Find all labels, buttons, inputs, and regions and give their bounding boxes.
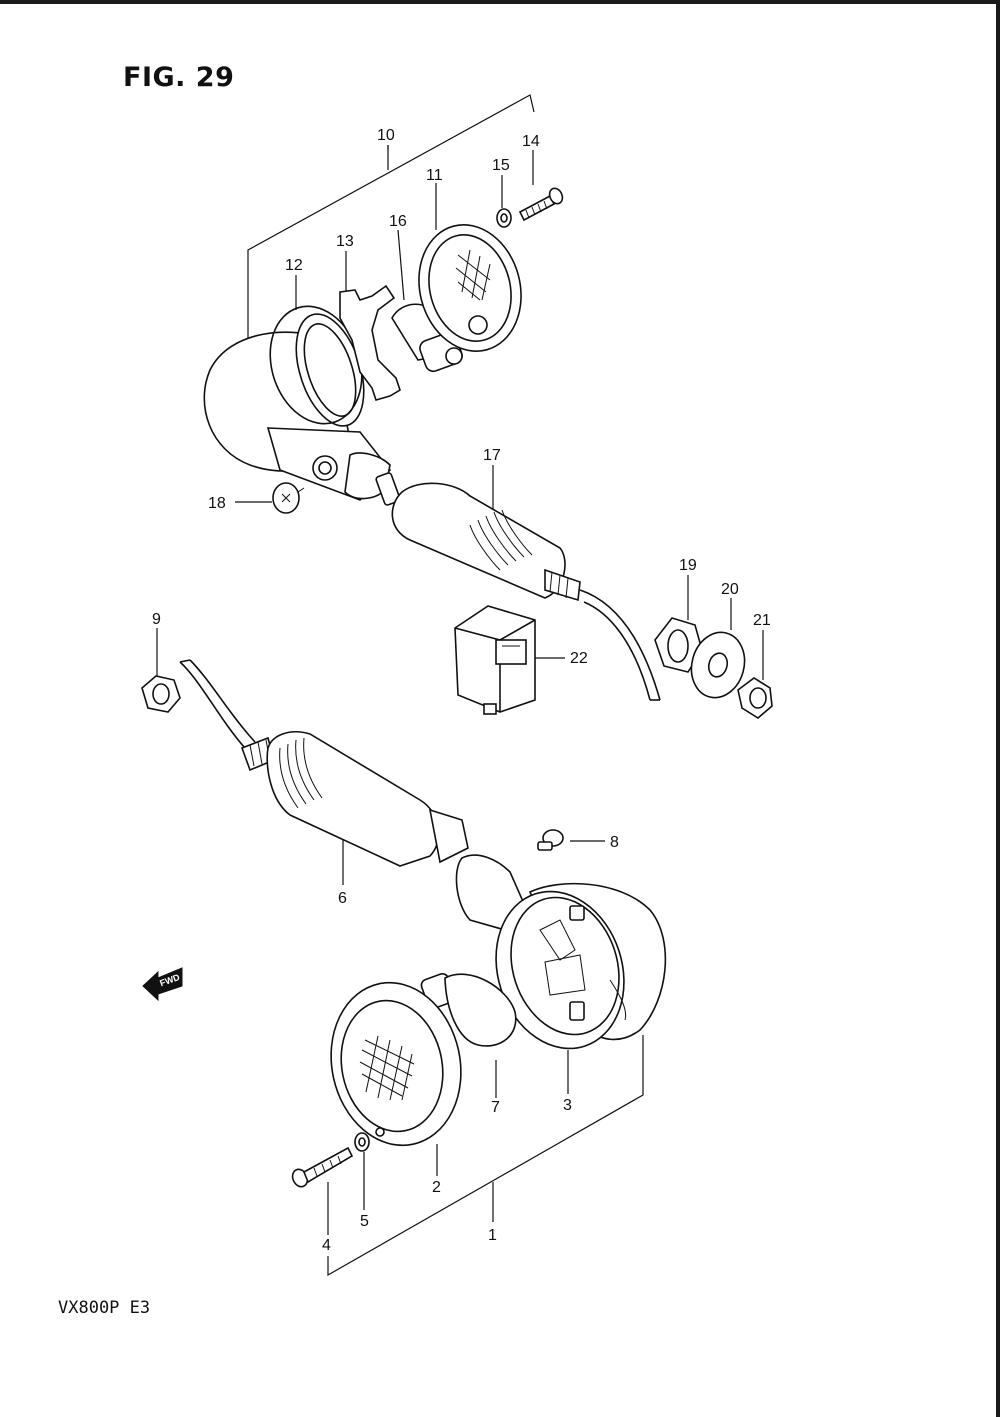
washer-20 — [690, 631, 746, 699]
callout-1: 1 — [488, 1227, 497, 1244]
callout-labels: 10 14 15 11 16 13 12 17 18 19 20 21 9 22… — [152, 127, 771, 1254]
callout-9: 9 — [152, 611, 161, 628]
lower-signal-housing — [455, 854, 667, 1050]
assembly-bracket-lower — [327, 1035, 644, 1277]
callout-17: 17 — [483, 447, 501, 464]
callout-16: 16 — [389, 213, 407, 230]
washer-15 — [496, 208, 512, 228]
screw-4 — [291, 1146, 354, 1188]
callout-19: 19 — [679, 557, 697, 574]
callout-13: 13 — [336, 233, 354, 250]
callout-15: 15 — [492, 157, 510, 174]
callout-18: 18 — [208, 495, 226, 512]
right-scan-edge — [996, 0, 1000, 1417]
nut-9 — [141, 675, 181, 713]
callout-22: 22 — [570, 650, 588, 667]
screw-8 — [537, 829, 564, 851]
screw-18 — [272, 482, 305, 514]
callout-7: 7 — [491, 1099, 500, 1116]
callout-5: 5 — [360, 1213, 369, 1230]
callout-10: 10 — [377, 127, 395, 144]
figure-title: FIG. 29 — [123, 62, 235, 93]
socket-clip-13 — [339, 284, 401, 401]
top-scan-edge — [0, 0, 1000, 4]
callout-4: 4 — [322, 1237, 331, 1254]
nut-21 — [737, 677, 773, 719]
screw-14 — [518, 187, 564, 222]
callout-14: 14 — [522, 133, 540, 150]
upper-signal-housing — [203, 313, 392, 501]
callout-6: 6 — [338, 890, 347, 907]
callout-20: 20 — [721, 581, 739, 598]
mounting-stem-6 — [179, 659, 469, 867]
leader-lines — [156, 145, 764, 1235]
fwd-arrow-icon: FWD — [142, 967, 183, 1002]
mounting-stem-17 — [375, 472, 661, 701]
lens-2 — [330, 981, 462, 1147]
relay-22 — [454, 605, 536, 715]
callout-8: 8 — [610, 834, 619, 851]
lens-11 — [418, 224, 522, 352]
model-code: VX800P E3 — [58, 1298, 151, 1318]
callout-21: 21 — [753, 612, 771, 629]
callout-12: 12 — [285, 257, 303, 274]
washer-5 — [354, 1132, 370, 1152]
callout-2: 2 — [432, 1179, 441, 1196]
callout-11: 11 — [426, 167, 443, 184]
bulb-7 — [420, 973, 517, 1047]
callout-3: 3 — [563, 1097, 572, 1114]
